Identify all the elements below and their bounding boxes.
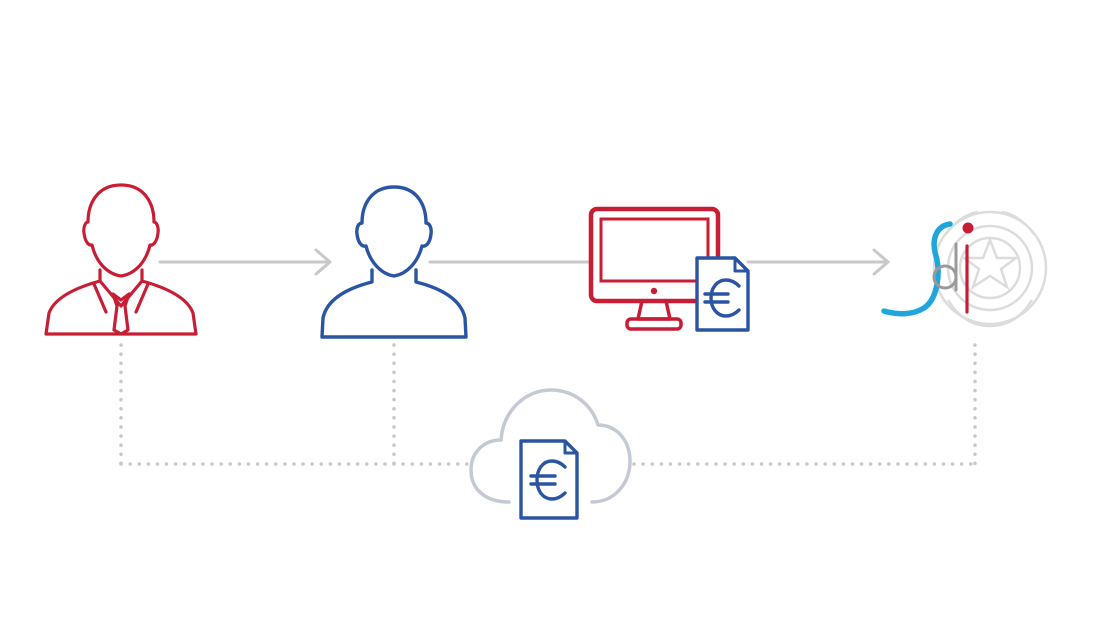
- cloud-invoice-document-icon: [519, 439, 579, 520]
- monitor-power-light: [650, 287, 658, 295]
- dotted-connectors: [119, 343, 977, 466]
- sdi-logo: [881, 210, 1048, 328]
- invoice-document-icon: [695, 256, 750, 332]
- computer-monitor-icon: [588, 206, 721, 331]
- sdi-letter-d: [932, 242, 958, 292]
- euro-symbol-icon: [529, 459, 567, 501]
- person-icon: [320, 185, 468, 339]
- solid-arrow-supplier-to-intermediary: [158, 248, 332, 276]
- euro-symbol-icon: [703, 278, 741, 318]
- italian-emblem-watermark: [932, 210, 1048, 328]
- sdi-letter-i-dot: [962, 222, 974, 234]
- businessman-icon: [44, 183, 198, 336]
- solid-arrow-computer-to-sdi: [746, 248, 890, 276]
